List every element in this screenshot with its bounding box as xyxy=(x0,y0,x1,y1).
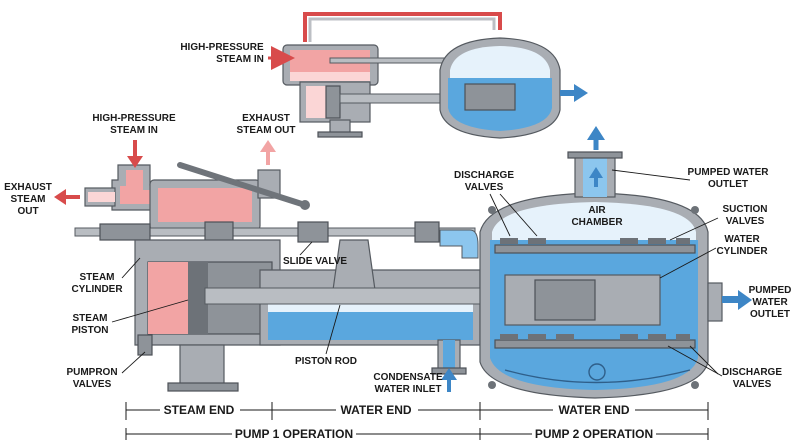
label-pumped-water-outlet-right-3: OUTLET xyxy=(750,309,790,320)
valve-lever xyxy=(177,162,308,208)
label-hp-steam-in-top-2: STEAM IN xyxy=(216,54,264,65)
right-outlet-flange xyxy=(707,282,723,322)
section-pump1-operation: PUMP 1 OPERATION xyxy=(235,427,353,441)
label-air-chamber-2: CHAMBER xyxy=(571,217,623,228)
section-pump2-operation: PUMP 2 OPERATION xyxy=(535,427,653,441)
label-steam-cylinder-2: CYLINDER xyxy=(71,284,123,295)
exhaust-up-arrow xyxy=(260,140,276,152)
label-suction-valves-2: VALVES xyxy=(726,216,765,227)
label-pumped-water-outlet-top-2: OUTLET xyxy=(708,179,748,190)
steam-supply-pipe xyxy=(303,12,502,42)
label-exhaust-left-1: EXHAUST xyxy=(4,182,52,193)
steam-piston xyxy=(188,262,208,334)
label-hp-steam-in-1: HIGH-PRESSURE xyxy=(92,113,176,124)
label-water-cylinder-2: CYLINDER xyxy=(716,246,768,257)
label-air-chamber-1: AIR xyxy=(588,205,606,216)
section-water-end-1: WATER END xyxy=(340,403,411,417)
label-exhaust-left-2: STEAM xyxy=(11,194,46,205)
label-discharge-valves-top-2: VALVES xyxy=(465,182,504,193)
label-piston-rod: PISTON ROD xyxy=(295,356,357,367)
label-pumped-water-outlet-top-1: PUMPED WATER xyxy=(688,167,770,178)
steam-end-foot xyxy=(179,344,225,386)
label-slide-valve: SLIDE VALVE xyxy=(283,256,347,267)
section-steam-end: STEAM END xyxy=(164,403,235,417)
air-chamber xyxy=(492,202,696,240)
right-outlet-arrow xyxy=(738,290,752,310)
small-outlet-arrow xyxy=(574,84,588,102)
top-outlet-arrow xyxy=(587,126,605,140)
label-pumpron-valves-1: PUMPRON xyxy=(66,367,117,378)
label-steam-piston-1: STEAM xyxy=(73,313,108,324)
section-water-end-2: WATER END xyxy=(558,403,629,417)
label-pumped-water-outlet-right-1: PUMPED xyxy=(749,285,792,296)
label-discharge-valves-bottom-2: VALVES xyxy=(733,379,772,390)
valve-coupling xyxy=(204,221,234,243)
exhaust-left-arrow xyxy=(54,189,66,205)
label-exhaust-left-3: OUT xyxy=(17,206,38,217)
label-hp-steam-in-top-1: HIGH-PRESSURE xyxy=(180,42,264,53)
discharge-valve-set-top xyxy=(500,238,690,244)
label-suction-valves-1: SUCTION xyxy=(723,204,768,215)
label-hp-steam-in-2: STEAM IN xyxy=(110,125,158,136)
slide-valve-body xyxy=(297,221,329,243)
steam-in-arrow xyxy=(127,156,143,168)
main-pump-illustration xyxy=(54,126,752,399)
discharge-valve-set-bottom xyxy=(500,334,690,340)
label-condensate-2: WATER INLET xyxy=(374,384,441,395)
small-pump-illustration xyxy=(268,12,588,139)
label-water-cylinder-1: WATER xyxy=(724,234,760,245)
label-discharge-valves-top-1: DISCHARGE xyxy=(454,170,514,181)
label-pumpron-valves-2: VALVES xyxy=(73,379,112,390)
label-steam-piston-2: PISTON xyxy=(71,325,108,336)
label-exhaust-top-1: EXHAUST xyxy=(242,113,290,124)
label-condensate-1: CONDENSATE xyxy=(373,372,443,383)
condensate-inlet-arrow xyxy=(441,368,457,380)
label-discharge-valves-bottom-1: DISCHARGE xyxy=(722,367,782,378)
water-piston xyxy=(534,279,596,321)
label-exhaust-top-2: STEAM OUT xyxy=(237,125,296,136)
label-steam-cylinder-1: STEAM xyxy=(80,272,115,283)
label-pumped-water-outlet-right-2: WATER xyxy=(752,297,788,308)
